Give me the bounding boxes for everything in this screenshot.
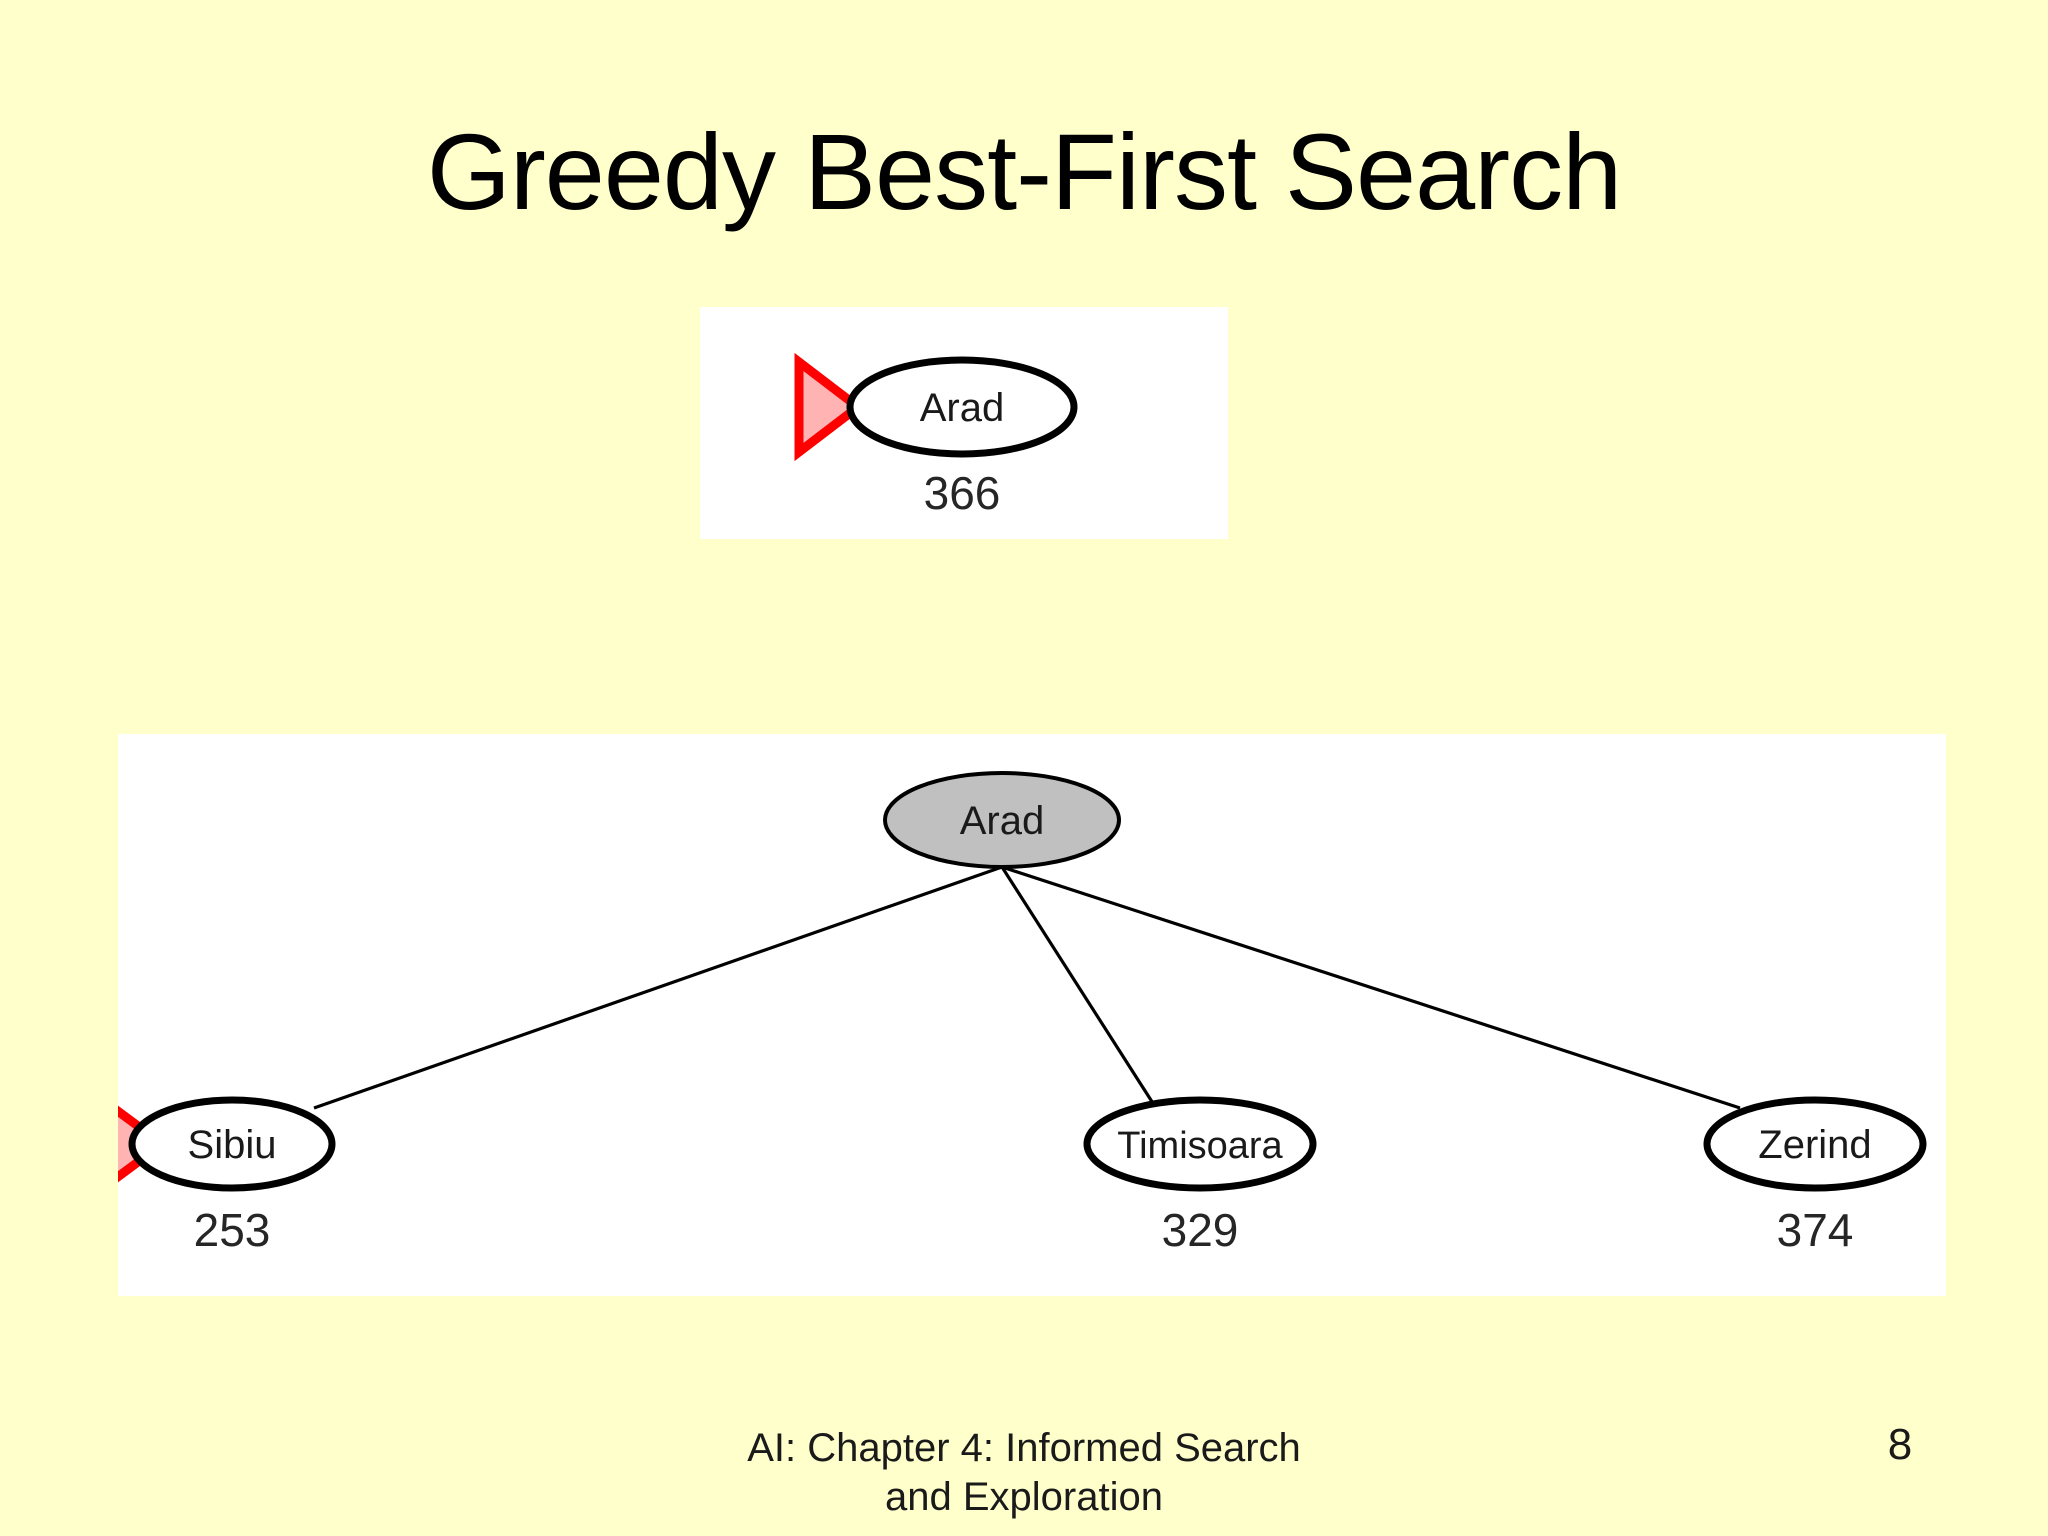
page-number: 8: [1887, 1420, 1913, 1469]
node-label-arad-expanded: Arad: [960, 799, 1045, 843]
footer-line-2: and Exploration: [885, 1474, 1163, 1519]
tree-edge-arad-timisoara: [1000, 866, 1158, 1109]
node-ellipse-timisoara[interactable]: [1083, 1096, 1317, 1192]
tree-edge-arad-zerind: [1001, 865, 1741, 1110]
node-heuristic-sibiu: 253: [194, 1204, 271, 1256]
node-heuristic-zerind: 374: [1777, 1204, 1854, 1256]
node-ellipse-zerind[interactable]: [1703, 1096, 1927, 1192]
node-label-zerind: Zerind: [1758, 1123, 1871, 1167]
red-triangle-pointer-icon-arad-root: [794, 352, 866, 462]
node-ellipse-sibiu[interactable]: [128, 1096, 336, 1192]
node-label-arad-root: Arad: [920, 386, 1005, 430]
tree-edge-arad-sibiu: [313, 865, 1003, 1110]
footer: AI: Chapter 4: Informed Search and Explo…: [524, 1424, 1524, 1522]
node-heuristic-arad-root: 366: [924, 467, 1001, 519]
node-heuristic-timisoara: 329: [1162, 1204, 1239, 1256]
search-tree-svg-level-1: Arad Sibiu 253 Timisoara 329 Zerind 374: [118, 771, 1927, 1256]
node-ellipse-arad-expanded[interactable]: [883, 771, 1121, 869]
node-label-sibiu: Sibiu: [188, 1123, 277, 1167]
node-ellipse-arad-root[interactable]: [846, 356, 1078, 458]
footer-line-1: AI: Chapter 4: Informed Search: [747, 1426, 1301, 1470]
page-title: Greedy Best-First Search: [426, 111, 1622, 232]
search-tree-panel-level-0: Arad 366: [700, 307, 1228, 539]
search-tree-panel-level-1: Arad Sibiu 253 Timisoara 329 Zerind 374: [118, 734, 1946, 1296]
node-label-timisoara: Timisoara: [1117, 1125, 1283, 1167]
search-tree-svg-level-0: Arad 366: [794, 352, 1078, 519]
